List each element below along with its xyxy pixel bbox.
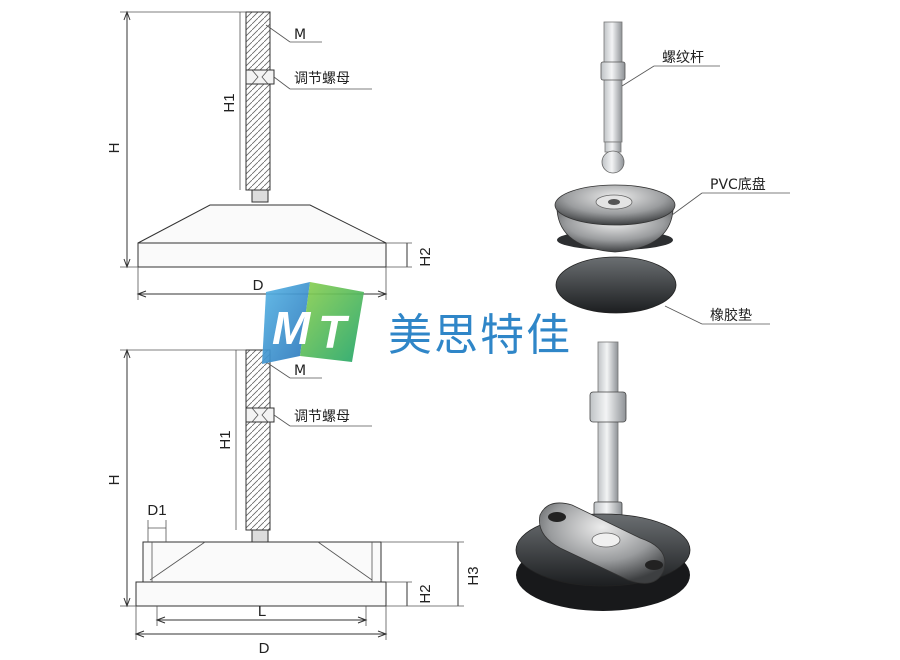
ball-joint: [601, 150, 625, 174]
bottom-label-M: M: [294, 363, 306, 379]
threaded-rod-image: [603, 21, 623, 143]
label-pvc-base: PVC底盘: [710, 176, 766, 193]
bottom-dim-H1: H1: [217, 430, 234, 449]
bottom-base-plate: [135, 581, 387, 607]
company-logo: M T: [262, 282, 364, 364]
bottom-dim-H: H: [106, 475, 123, 486]
exploded-view: M T 美思特佳 螺纹杆 PVC底盘 橡胶垫: [262, 21, 790, 611]
bottom-drawing: H H1 D1 H2 H3 L D M: [106, 348, 482, 657]
rubber-pad-image: [555, 256, 677, 314]
top-adjusting-nut: [245, 69, 275, 85]
top-label-nut: 调节螺母: [294, 71, 350, 87]
logo-letter-m: M: [272, 302, 312, 354]
top-base-plate: [137, 242, 387, 268]
logo-letter-t: T: [318, 306, 350, 358]
label-rod: 螺纹杆: [662, 50, 704, 66]
bottom-dim-L: L: [258, 603, 266, 620]
top-dim-H: H: [106, 143, 123, 154]
top-dim-H2: H2: [417, 247, 434, 266]
top-dim-D: D: [253, 277, 264, 294]
bottom-base-top: [142, 541, 382, 583]
bottom-dim-D: D: [259, 640, 270, 657]
bottom-dim-H3: H3: [465, 566, 482, 585]
bottom-dim-D1: D1: [147, 502, 166, 519]
top-dim-H1: H1: [221, 93, 238, 112]
top-drawing: H H1 H2 D M 调节螺母: [106, 10, 434, 300]
bottom-label-nut: 调节螺母: [294, 409, 350, 425]
top-threaded-rod: [245, 11, 271, 191]
top-base-cone: [137, 204, 387, 244]
bottom-threaded-rod: [245, 349, 271, 531]
label-rubber-pad: 橡胶垫: [710, 307, 752, 324]
bottom-dim-H2: H2: [417, 584, 434, 603]
brand-text: 美思特佳: [388, 310, 572, 361]
bottom-adjusting-nut: [245, 407, 275, 423]
top-label-M: M: [294, 27, 306, 43]
